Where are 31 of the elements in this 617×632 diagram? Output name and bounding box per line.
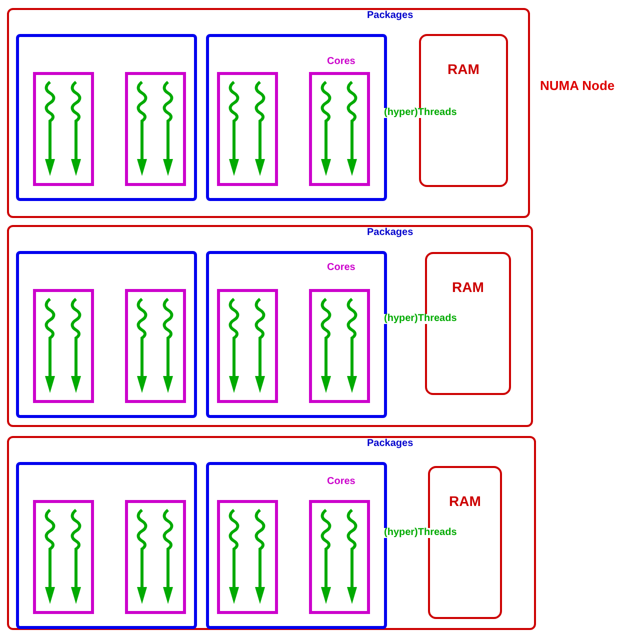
core-box: [33, 72, 94, 186]
core-box: [125, 289, 186, 403]
core-box: [217, 289, 278, 403]
numa-node-box: [7, 436, 536, 630]
numa-node-label: NUMA Node: [540, 79, 615, 92]
cores-label: Cores: [327, 477, 356, 487]
packages-label: Packages: [367, 439, 414, 449]
core-box: [217, 72, 278, 186]
ram-label: RAM: [448, 494, 482, 508]
threads-label: (hyper)Threads: [384, 528, 457, 538]
package-box: [16, 462, 197, 629]
cores-label: Cores: [327, 263, 356, 273]
ram-label: RAM: [446, 62, 480, 76]
core-box: [309, 289, 370, 403]
core-box: [125, 72, 186, 186]
core-box: [33, 500, 94, 614]
core-box: [217, 500, 278, 614]
cores-label: Cores: [327, 57, 356, 67]
core-box: [125, 500, 186, 614]
core-box: [33, 289, 94, 403]
packages-label: Packages: [367, 11, 414, 21]
threads-label: (hyper)Threads: [384, 314, 457, 324]
core-box: [309, 500, 370, 614]
ram-label: RAM: [451, 280, 485, 294]
numa-node-box: [7, 8, 530, 218]
threads-label: (hyper)Threads: [384, 108, 457, 118]
packages-label: Packages: [367, 228, 414, 238]
core-box: [309, 72, 370, 186]
package-box: [16, 251, 197, 418]
package-box: [16, 34, 197, 201]
numa-node-box: [7, 225, 533, 427]
